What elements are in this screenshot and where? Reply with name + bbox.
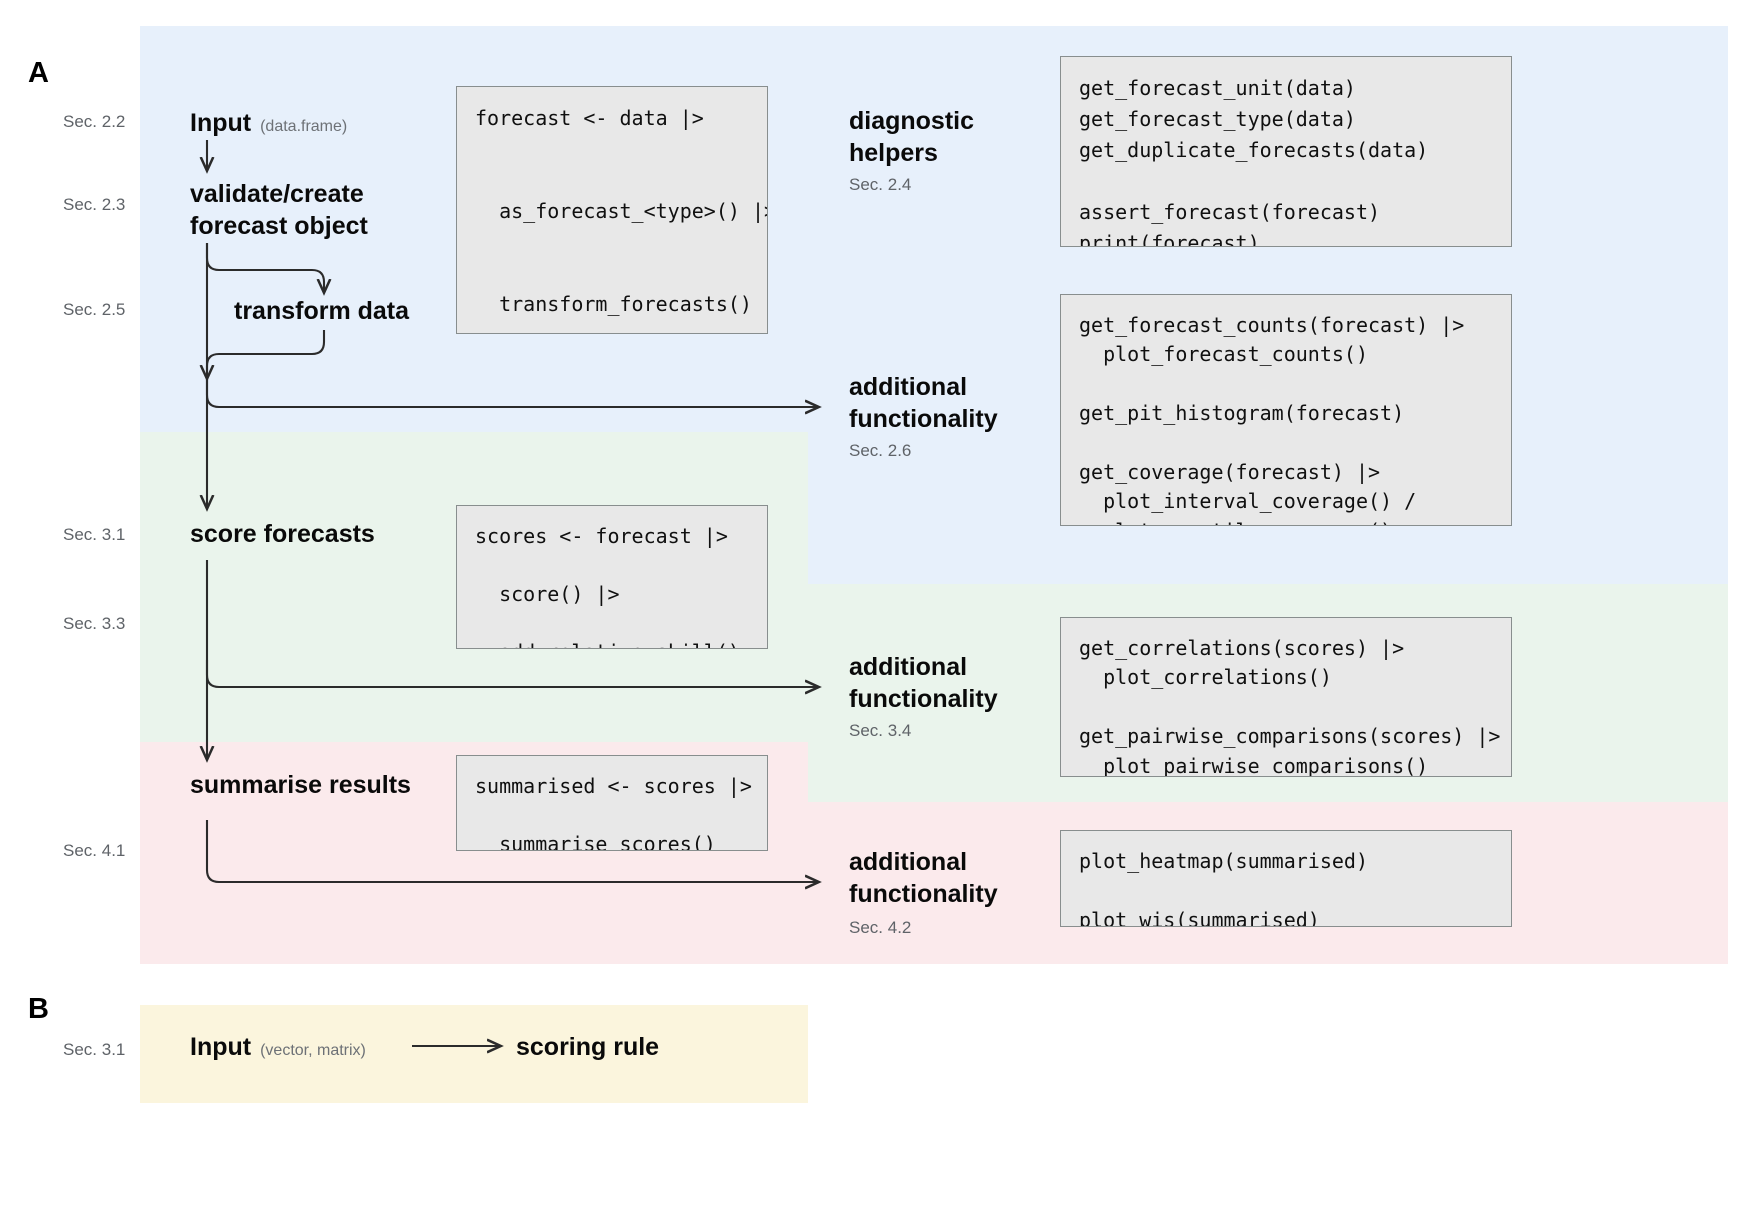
code-line: get_coverage(forecast) |> bbox=[1079, 459, 1381, 484]
code-line bbox=[475, 165, 749, 196]
section-label-3-1: Sec. 3.1 bbox=[63, 525, 126, 544]
heading-diagnostic-line1: diagnostic bbox=[849, 107, 975, 135]
code-line: summarised <- scores |> bbox=[475, 774, 752, 798]
code-line bbox=[1079, 876, 1493, 905]
code-line: plot_correlations() bbox=[1079, 665, 1332, 690]
codebox-scoring: scores <- forecast |> score() |> add_rel… bbox=[456, 505, 768, 649]
codebox-diagnostics: get_forecast_unit(data) get_forecast_type… bbox=[1060, 56, 1512, 247]
heading-additional-4-2-line2: functionality bbox=[849, 880, 998, 908]
code-line: get_pit_histogram(forecast) bbox=[1079, 401, 1405, 426]
code-line: scores <- forecast |> bbox=[475, 524, 728, 548]
code-line bbox=[1079, 429, 1493, 458]
flow-node-validate: validate/create forecast object bbox=[190, 178, 490, 242]
code-line: forecast <- data |> bbox=[475, 106, 704, 130]
panel-b-letter: B bbox=[28, 993, 49, 1025]
flow-node-score: score forecasts bbox=[190, 520, 375, 548]
code-line: plot_interval_coverage() / bbox=[1079, 489, 1417, 514]
code-line: plot_wis(summarised) bbox=[1079, 907, 1320, 927]
code-line: plot_forecast_counts() bbox=[1079, 342, 1368, 367]
code-line bbox=[1079, 693, 1493, 722]
code-line bbox=[475, 227, 749, 258]
code-line: plot_pairwise_comparisons() bbox=[1079, 753, 1429, 777]
section-label-2-5: Sec. 2.5 bbox=[63, 300, 126, 319]
panelb-node-input: Input (vector, matrix) bbox=[190, 1031, 366, 1063]
code-line: score() |> bbox=[475, 582, 620, 606]
section-label-2-3: Sec. 2.3 bbox=[63, 195, 126, 214]
code-line: add_relative_skill() bbox=[475, 638, 749, 648]
code-line: get_pairwise_comparisons(scores) |> bbox=[1079, 724, 1501, 749]
heading-diagnostic-line2: helpers bbox=[849, 139, 938, 167]
code-line: get_duplicate_forecasts(data) bbox=[1079, 138, 1429, 162]
code-line: print(forecast) bbox=[1079, 231, 1260, 247]
code-line: as_forecast_<type>() |> bbox=[475, 199, 768, 223]
section-label-2-6: Sec. 2.6 bbox=[849, 441, 912, 460]
code-line bbox=[475, 801, 749, 830]
section-label-panelb-3-1: Sec. 3.1 bbox=[63, 1040, 126, 1059]
codebox-summarise-extras: plot_heatmap(summarised) plot_wis(summar… bbox=[1060, 830, 1512, 927]
heading-additional-3-4-line1: additional bbox=[849, 653, 968, 681]
heading-additional-2-6-line2: functionality bbox=[849, 405, 998, 433]
code-line: get_correlations(scores) |> bbox=[1079, 636, 1405, 660]
section-label-2-4: Sec. 2.4 bbox=[849, 175, 912, 194]
section-label-4-1: Sec. 4.1 bbox=[63, 841, 126, 860]
flow-node-validate-line1: validate/create bbox=[190, 180, 364, 208]
heading-additional-3-4-line2: functionality bbox=[849, 685, 998, 713]
code-line bbox=[475, 134, 749, 165]
code-line: assert_forecast(forecast) bbox=[1079, 200, 1381, 224]
code-line bbox=[475, 258, 749, 289]
code-line: plot_heatmap(summarised) bbox=[1079, 849, 1368, 873]
flow-node-input: Input (data.frame) bbox=[190, 107, 347, 139]
code-line bbox=[1079, 166, 1493, 197]
flow-node-input-label: Input bbox=[190, 109, 252, 137]
panelb-node-scoring-rule: scoring rule bbox=[516, 1033, 660, 1061]
section-label-3-3: Sec. 3.3 bbox=[63, 614, 126, 633]
flow-node-summarise: summarise results bbox=[190, 771, 411, 799]
heading-additional-functionality-2-6: additional functionality bbox=[849, 371, 1109, 435]
section-label-2-2: Sec. 2.2 bbox=[63, 112, 126, 131]
heading-additional-functionality-4-2: additional functionality bbox=[849, 846, 1109, 910]
code-line bbox=[1079, 370, 1493, 399]
code-line: get_forecast_unit(data) bbox=[1079, 76, 1356, 100]
heading-additional-4-2-line1: additional bbox=[849, 848, 968, 876]
heading-diagnostic-helpers: diagnostic helpers bbox=[849, 105, 1089, 169]
code-line: get_forecast_type(data) bbox=[1079, 107, 1356, 131]
flow-node-validate-line2: forecast object bbox=[190, 212, 368, 240]
code-line bbox=[475, 609, 749, 638]
codebox-summarise: summarised <- scores |> summarise_scores… bbox=[456, 755, 768, 851]
section-label-3-4: Sec. 3.4 bbox=[849, 721, 912, 740]
code-line: transform_forecasts() bbox=[475, 292, 752, 316]
code-line: get_forecast_counts(forecast) |> bbox=[1079, 313, 1465, 337]
panelb-input-label: Input bbox=[190, 1033, 252, 1061]
flow-node-input-sublabel: (data.frame) bbox=[260, 118, 348, 135]
flow-node-transform: transform data bbox=[234, 297, 410, 325]
code-line: plot_quantile_coverage() bbox=[1079, 517, 1493, 525]
code-line bbox=[475, 551, 749, 580]
code-line: summarise_scores() bbox=[475, 832, 716, 851]
codebox-forecast-extras: get_forecast_counts(forecast) |> plot_fo… bbox=[1060, 294, 1512, 526]
section-label-4-2: Sec. 4.2 bbox=[849, 918, 912, 937]
heading-additional-2-6-line1: additional bbox=[849, 373, 968, 401]
panelb-input-sublabel: (vector, matrix) bbox=[260, 1042, 366, 1059]
codebox-score-extras: get_correlations(scores) |> plot_correla… bbox=[1060, 617, 1512, 777]
panel-a-letter: A bbox=[28, 57, 49, 89]
band-panelb-cream bbox=[140, 1005, 808, 1103]
heading-additional-functionality-3-4: additional functionality bbox=[849, 651, 1109, 715]
codebox-pipeline-main: forecast <- data |> as_forecast_<type>()… bbox=[456, 86, 768, 334]
